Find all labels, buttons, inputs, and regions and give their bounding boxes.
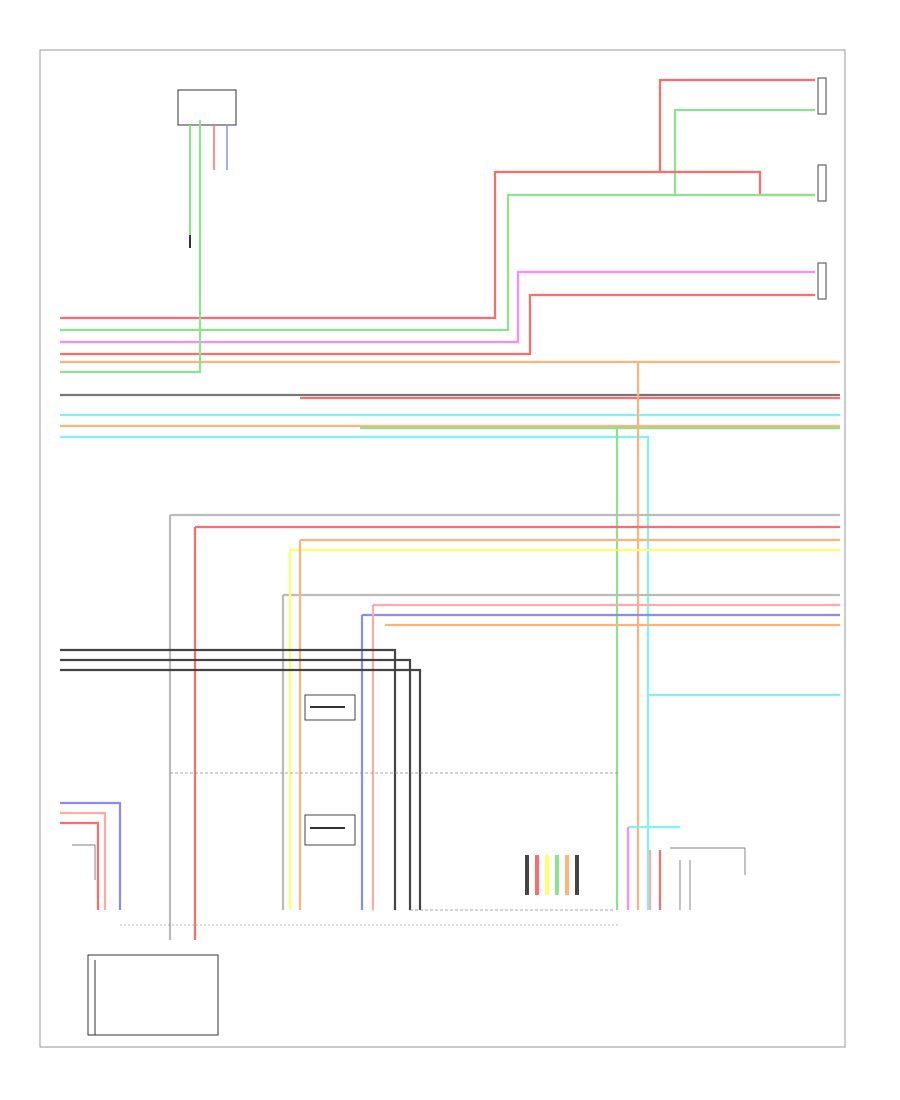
left-dark-wires xyxy=(60,648,422,910)
lower-wire-bundle xyxy=(168,513,840,940)
speaker-symbols xyxy=(817,77,827,300)
connector-pins xyxy=(525,855,579,895)
middle-wire-bundle xyxy=(60,362,840,910)
diagram-frame xyxy=(39,49,846,1048)
left-lower-wires xyxy=(60,801,122,910)
top-connector xyxy=(177,89,237,248)
bottom-connectors xyxy=(87,924,620,1036)
top-wire-bundle xyxy=(60,78,840,374)
relay-boxes xyxy=(304,694,356,846)
right-lower-drops xyxy=(626,825,746,910)
